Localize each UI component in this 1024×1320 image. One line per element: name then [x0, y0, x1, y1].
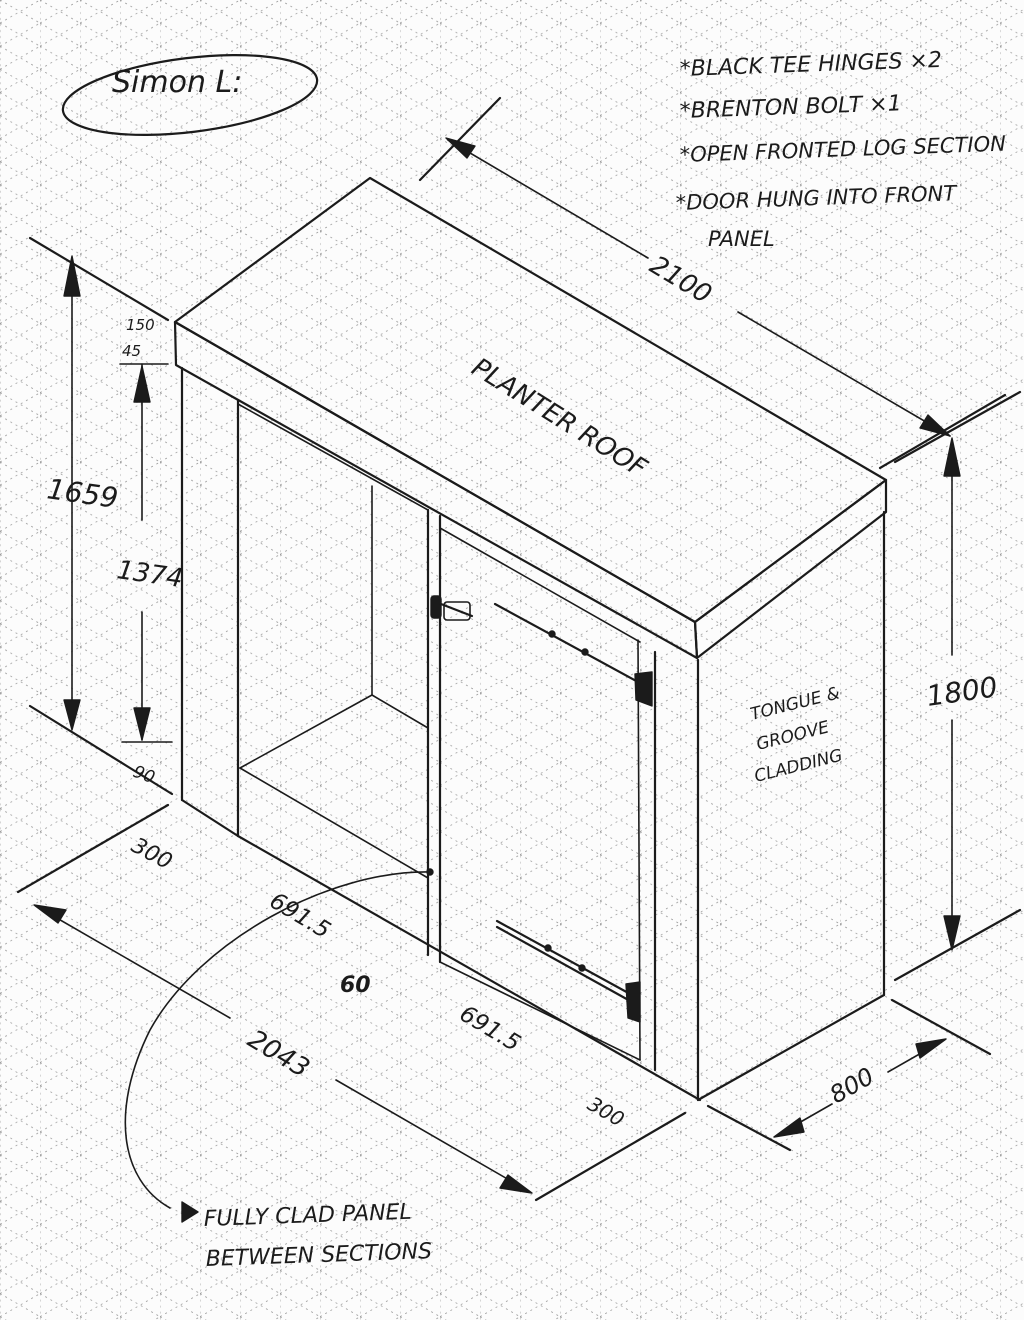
client-name: Simon L:	[112, 65, 242, 100]
store-body	[180, 366, 886, 1102]
note-door-cont: PANEL	[708, 227, 775, 251]
callout-leader	[124, 868, 434, 1223]
dimension-2100	[418, 96, 1007, 470]
name-circle	[61, 54, 319, 136]
brenton-bolt	[430, 595, 474, 621]
planter-roof	[173, 176, 888, 660]
dim-roof-overhang: 45	[122, 342, 141, 360]
dimension-1800	[893, 390, 1022, 982]
tee-hinge-bottom	[495, 919, 641, 1023]
dimension-2043	[16, 803, 687, 1202]
tee-hinge-top	[493, 602, 653, 707]
dimension-left-heights	[28, 236, 174, 796]
dim-roof-thickness: 150	[126, 316, 155, 334]
dimension-800	[706, 998, 992, 1152]
dim-divider: 60	[340, 973, 371, 998]
